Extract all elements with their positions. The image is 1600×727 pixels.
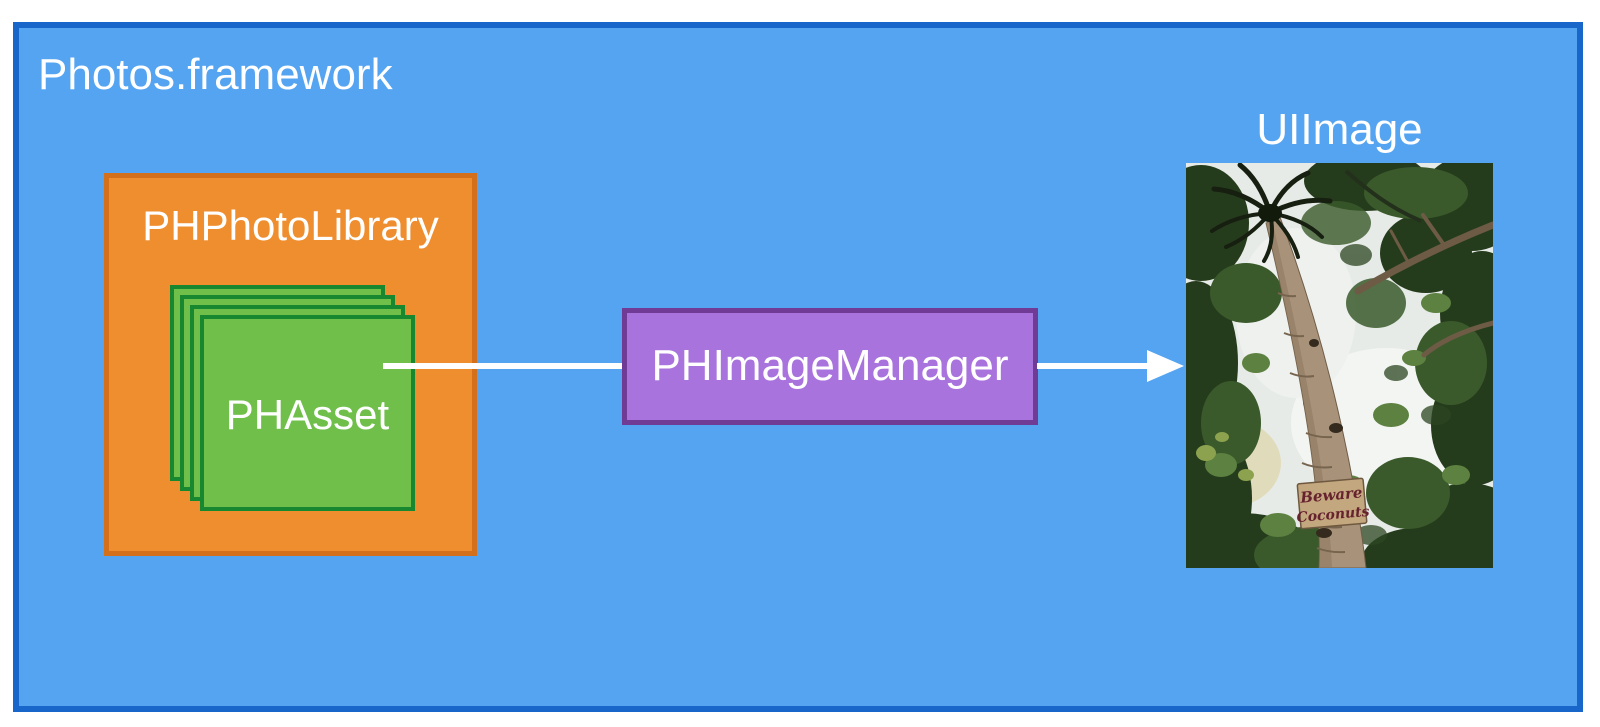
photos-framework-label: Photos.framework <box>38 50 393 99</box>
palm-tree-photo: Beware Coconuts <box>1186 163 1493 568</box>
palm-tree-illustration: Beware Coconuts <box>1186 163 1493 568</box>
sign-text-line2: Coconuts <box>1296 504 1370 526</box>
phasset-card-front <box>200 315 415 511</box>
connector-line-asset-to-manager <box>383 363 623 369</box>
arrow-head-icon <box>1147 350 1184 382</box>
connector-line-manager-to-image <box>1037 363 1149 369</box>
phphotolibrary-label: PHPhotoLibrary <box>142 202 439 249</box>
phasset-label: PHAsset <box>225 391 390 438</box>
phimagemanager-box: PHImageManager <box>622 308 1038 425</box>
beware-coconuts-sign: Beware Coconuts <box>1296 477 1370 530</box>
uiimage-label: UIImage <box>1256 105 1423 154</box>
sign-text-line1: Beware <box>1298 483 1363 506</box>
phimagemanager-label: PHImageManager <box>651 341 1009 391</box>
